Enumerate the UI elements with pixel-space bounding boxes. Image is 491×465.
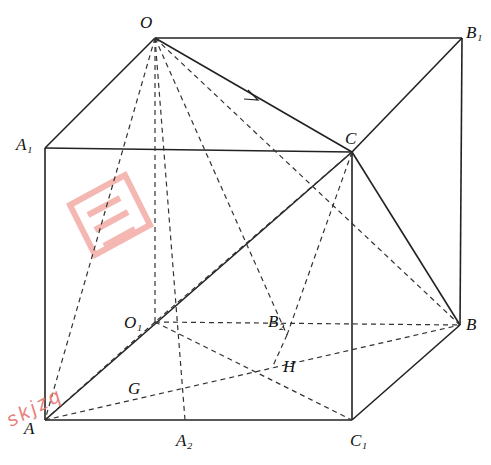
vertex-label: A₁ <box>16 136 32 153</box>
watermark-stamp <box>70 175 150 255</box>
point-label: A₂ <box>176 432 192 449</box>
vertex-label: O <box>140 14 152 31</box>
watermark: skjzq <box>3 383 67 432</box>
vertex-label: C₁ <box>350 432 367 449</box>
solid-edges <box>45 38 462 420</box>
point-label: H <box>283 358 295 375</box>
point-label: B₂ <box>268 313 284 330</box>
dashed-edges <box>45 38 460 420</box>
vertex-label: B <box>466 316 476 333</box>
vertex-label: C <box>345 130 356 147</box>
vertex-label: O₁ <box>124 314 142 331</box>
vertex-label: B₁ <box>466 24 482 41</box>
point-label: G <box>128 380 140 397</box>
